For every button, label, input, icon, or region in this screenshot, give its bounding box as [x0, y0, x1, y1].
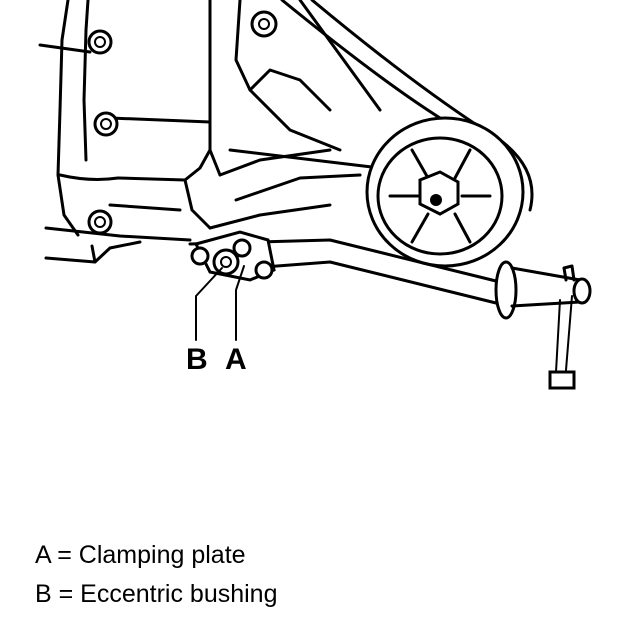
bolt-top-icon	[87, 29, 113, 55]
pulley-hub-nut-icon	[418, 170, 460, 216]
engine-block	[38, 0, 212, 264]
bolt-upper-right-icon	[250, 10, 278, 38]
callout-b-label: B	[186, 343, 208, 376]
pulley	[365, 116, 525, 268]
eccentric-bushing	[190, 246, 240, 276]
upper-bracket	[208, 0, 382, 230]
callout-a-label: A	[225, 343, 247, 376]
legend-clamping-plate: A = Clamping plate	[35, 541, 246, 569]
callout-leaders	[195, 265, 245, 341]
housing-bolts	[87, 10, 278, 235]
bolt-lower-icon	[87, 209, 113, 235]
bolt-middle-icon	[93, 111, 119, 137]
adjustment-rod	[188, 238, 592, 390]
legend-eccentric-bushing: B = Eccentric bushing	[35, 580, 278, 608]
